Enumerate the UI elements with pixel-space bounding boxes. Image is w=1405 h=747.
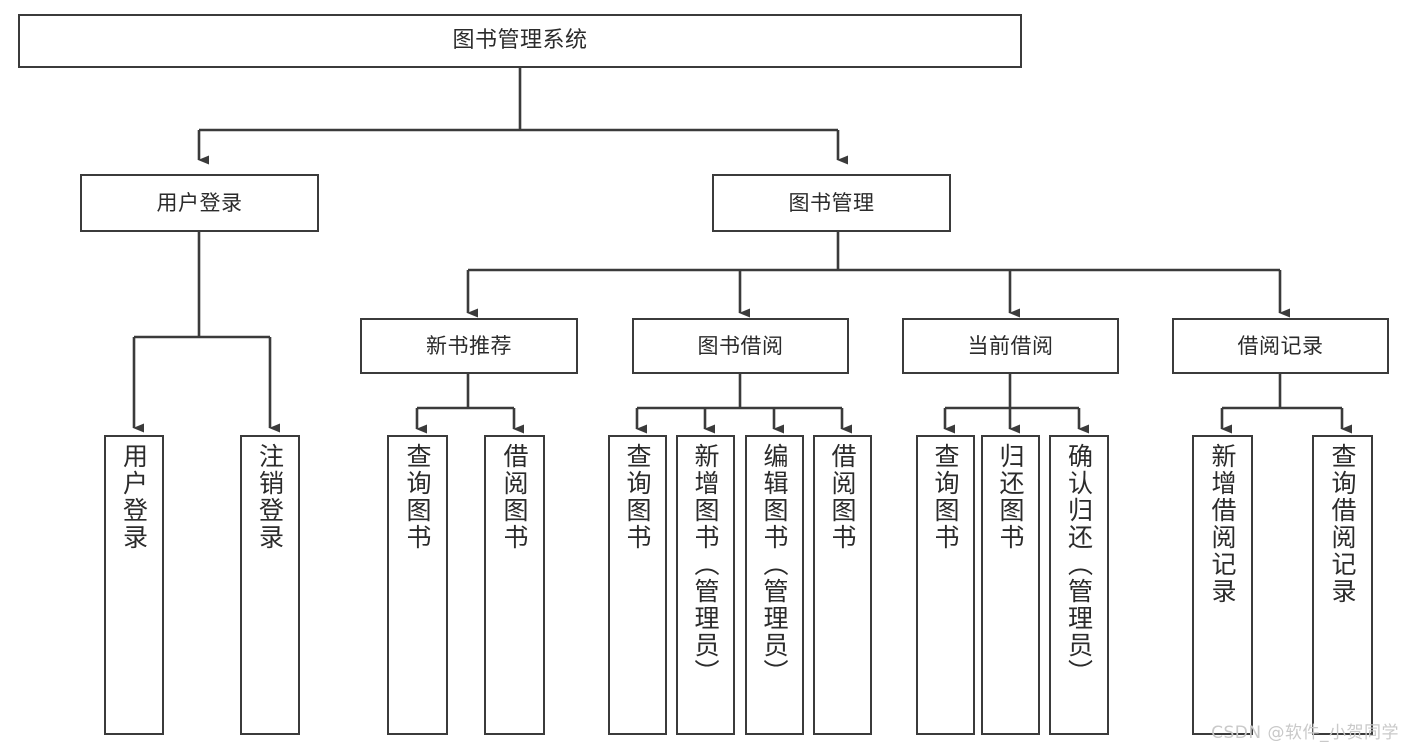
node-root-system[interactable]: 图书管理系统 [18,14,1022,68]
node-current-borrow[interactable]: 当前借阅 [902,318,1119,374]
node-label: 当前借阅 [967,333,1054,358]
node-book-borrow[interactable]: 图书借阅 [632,318,849,374]
node-label: 图书管理系统 [452,28,588,54]
node-new-book-recommend[interactable]: 新书推荐 [360,318,578,374]
leaf-new-book-query[interactable]: 查询图书 [387,435,448,735]
node-label: 查询借阅记录 [1328,443,1357,605]
leaf-borrow-borrow-book[interactable]: 借阅图书 [813,435,872,735]
node-book-management[interactable]: 图书管理 [712,174,951,232]
node-label: 借阅记录 [1237,333,1324,358]
node-user-login[interactable]: 用户登录 [80,174,319,232]
leaf-current-return-book[interactable]: 归还图书 [981,435,1040,735]
node-label: 新增图书（管理员） [691,443,720,686]
leaf-user-login-login[interactable]: 用户登录 [104,435,164,735]
node-label: 用户登录 [119,443,149,551]
leaf-current-query-book[interactable]: 查询图书 [916,435,975,735]
node-label: 注销登录 [255,443,285,551]
leaf-user-login-logout[interactable]: 注销登录 [240,435,300,735]
node-label: 查询图书 [931,443,960,551]
node-label: 借阅图书 [500,443,529,551]
node-label: 借阅图书 [828,443,857,551]
leaf-record-add-record[interactable]: 新增借阅记录 [1192,435,1253,735]
leaf-borrow-add-book[interactable]: 新增图书（管理员） [676,435,735,735]
node-label: 图书管理 [788,190,875,215]
leaf-borrow-edit-book[interactable]: 编辑图书（管理员） [745,435,804,735]
node-label: 查询图书 [623,443,652,551]
leaf-borrow-query-book[interactable]: 查询图书 [608,435,667,735]
node-label: 确认归还（管理员） [1064,443,1094,686]
node-borrow-record[interactable]: 借阅记录 [1172,318,1389,374]
node-label: 新书推荐 [426,333,512,358]
leaf-current-confirm-return[interactable]: 确认归还（管理员） [1049,435,1109,735]
node-label: 新增借阅记录 [1208,443,1237,605]
node-label: 查询图书 [403,443,432,551]
leaf-new-book-borrow[interactable]: 借阅图书 [484,435,545,735]
node-label: 归还图书 [996,443,1025,551]
node-label: 编辑图书（管理员） [760,443,789,686]
leaf-record-query-record[interactable]: 查询借阅记录 [1312,435,1373,735]
node-label: 用户登录 [156,190,243,215]
node-label: 图书借阅 [697,333,784,358]
